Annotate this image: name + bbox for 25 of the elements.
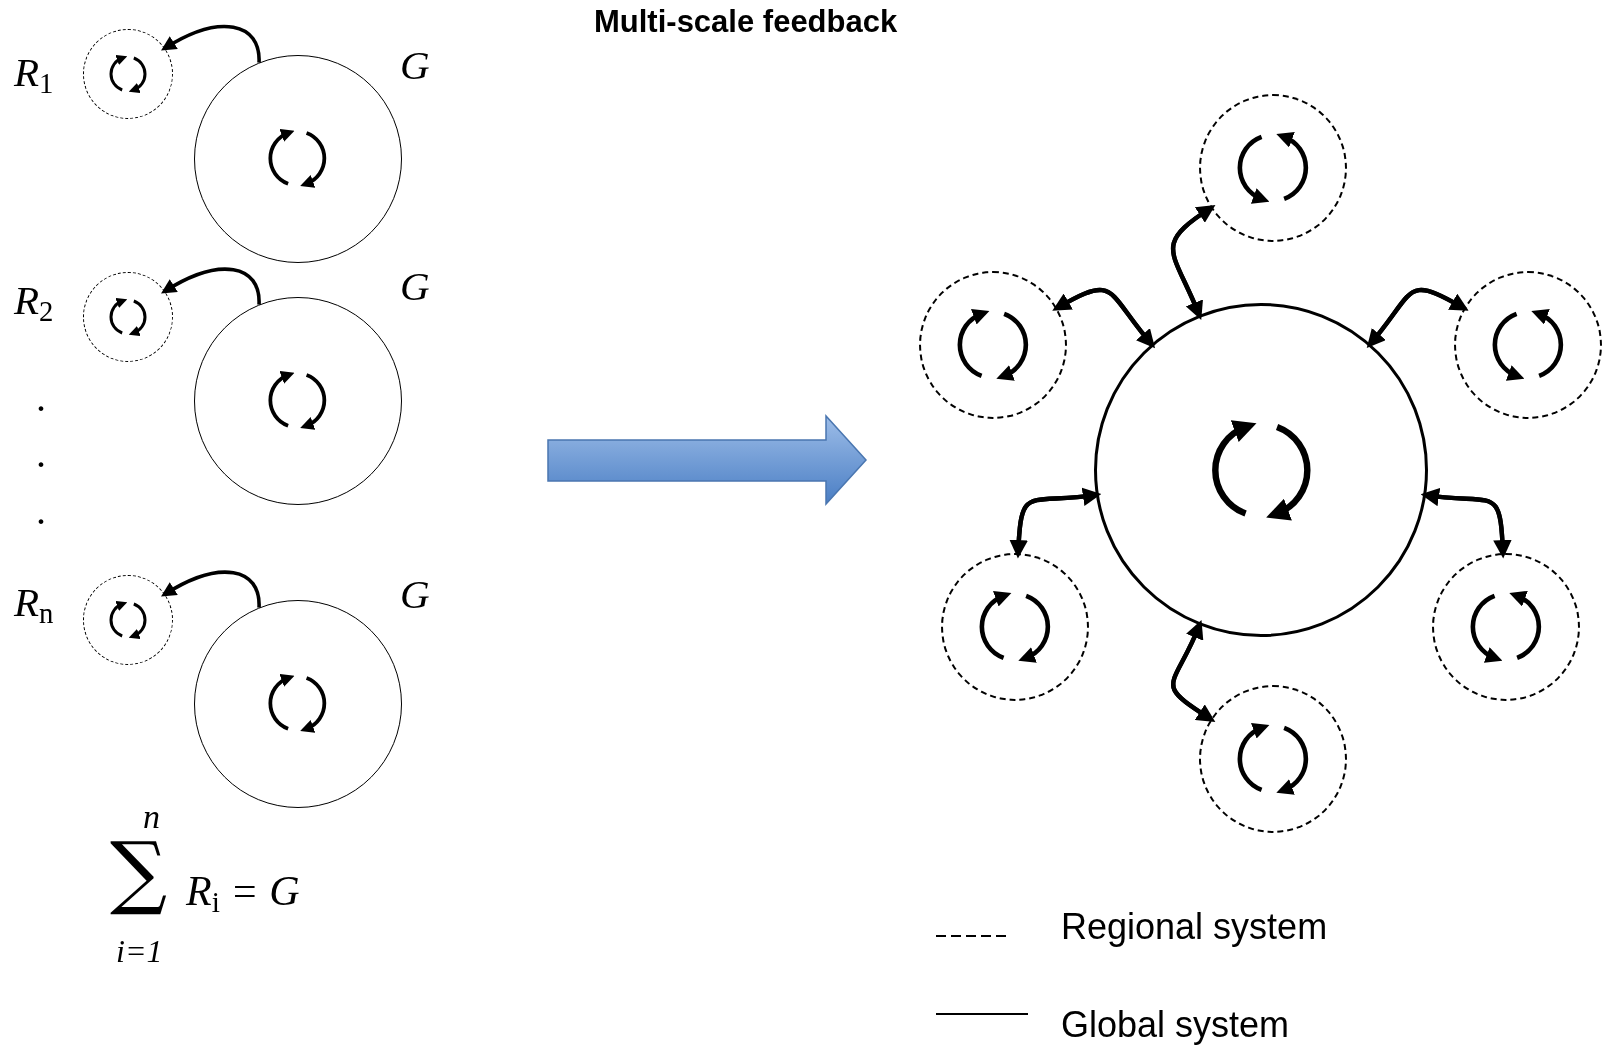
regional-circle [1199, 685, 1347, 833]
dot: . [36, 491, 46, 531]
symbol-label: R$_{n}$ [14, 582, 54, 628]
curved-arrow [160, 24, 261, 63]
regional-circle [1432, 553, 1580, 701]
formula-text: R$_{i}$ = G [186, 870, 300, 918]
regional-circle [941, 553, 1089, 701]
legend-text: Global system [1061, 1004, 1290, 1046]
symbol-label: R$_{2}$ [14, 280, 54, 326]
sum-limit: i=1 [116, 935, 163, 967]
curved-arrow [160, 570, 261, 608]
dot: . [36, 434, 46, 474]
global-circle [1094, 303, 1428, 637]
symbol-label: G [400, 574, 430, 615]
regional-circle [1454, 271, 1602, 419]
curved-arrow [160, 267, 261, 305]
symbol-label: G [400, 266, 430, 307]
legend-text: Regional system [1061, 906, 1328, 948]
regional-circle [1199, 94, 1347, 242]
symbol-label: G [400, 45, 430, 86]
title: Multi-scale feedback [594, 4, 898, 40]
regional-circle [919, 271, 1067, 419]
dot: . [36, 378, 46, 418]
symbol-label: R$_{1}$ [14, 52, 54, 98]
sum-limit: n [143, 800, 160, 834]
